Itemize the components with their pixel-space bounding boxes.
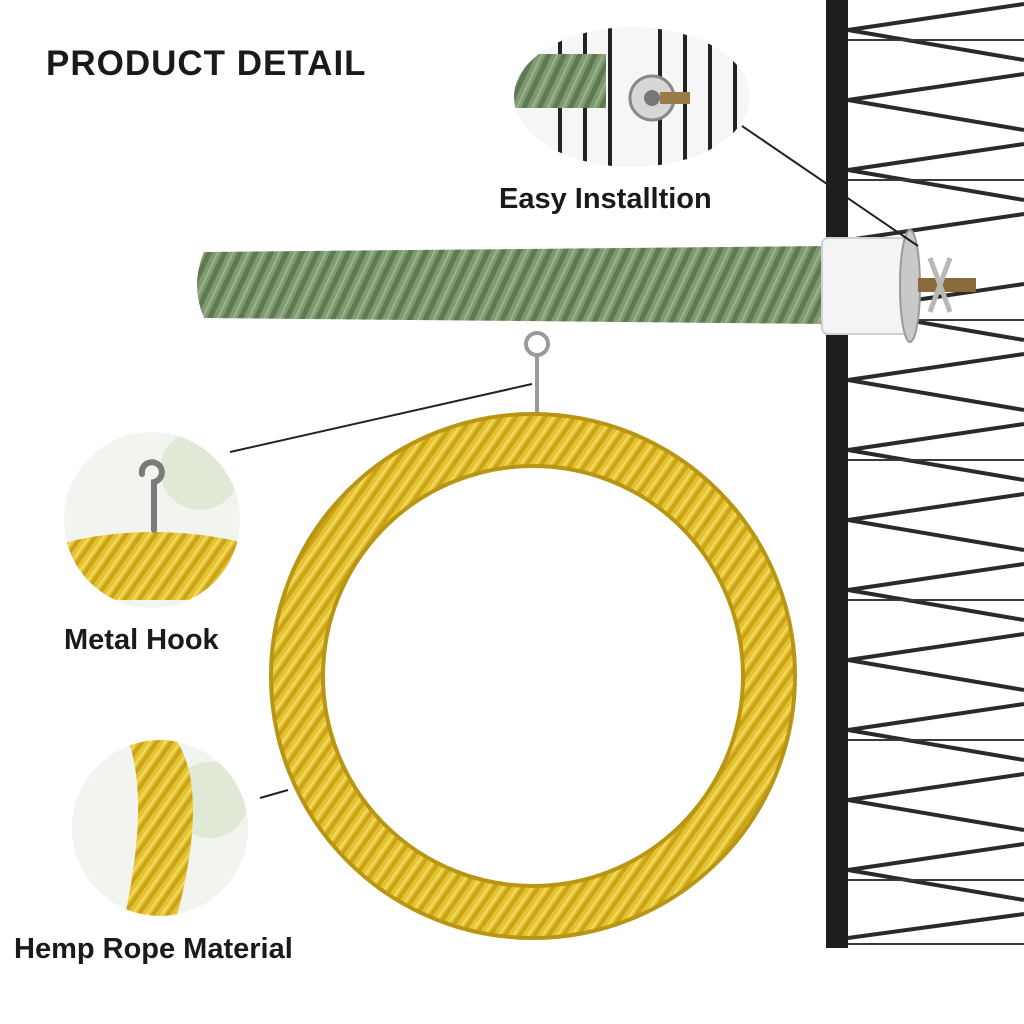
- cage-icon: [826, 0, 1024, 948]
- hook-icon: [138, 459, 165, 533]
- page-title: PRODUCT DETAIL: [46, 44, 367, 83]
- callout-leaders: [229, 125, 919, 799]
- installation-label: Easy Installtion: [499, 183, 712, 215]
- rope-detail-image: [72, 740, 248, 916]
- bolt-icon: [918, 257, 976, 313]
- hook-label: Metal Hook: [64, 624, 219, 656]
- ring-hook: [524, 331, 550, 415]
- perch-icon: [197, 229, 976, 343]
- ring-icon: [269, 412, 797, 940]
- material-label: Hemp Rope Material: [14, 933, 293, 965]
- hook-detail-image: [64, 432, 240, 608]
- installation-detail-image: [514, 27, 750, 167]
